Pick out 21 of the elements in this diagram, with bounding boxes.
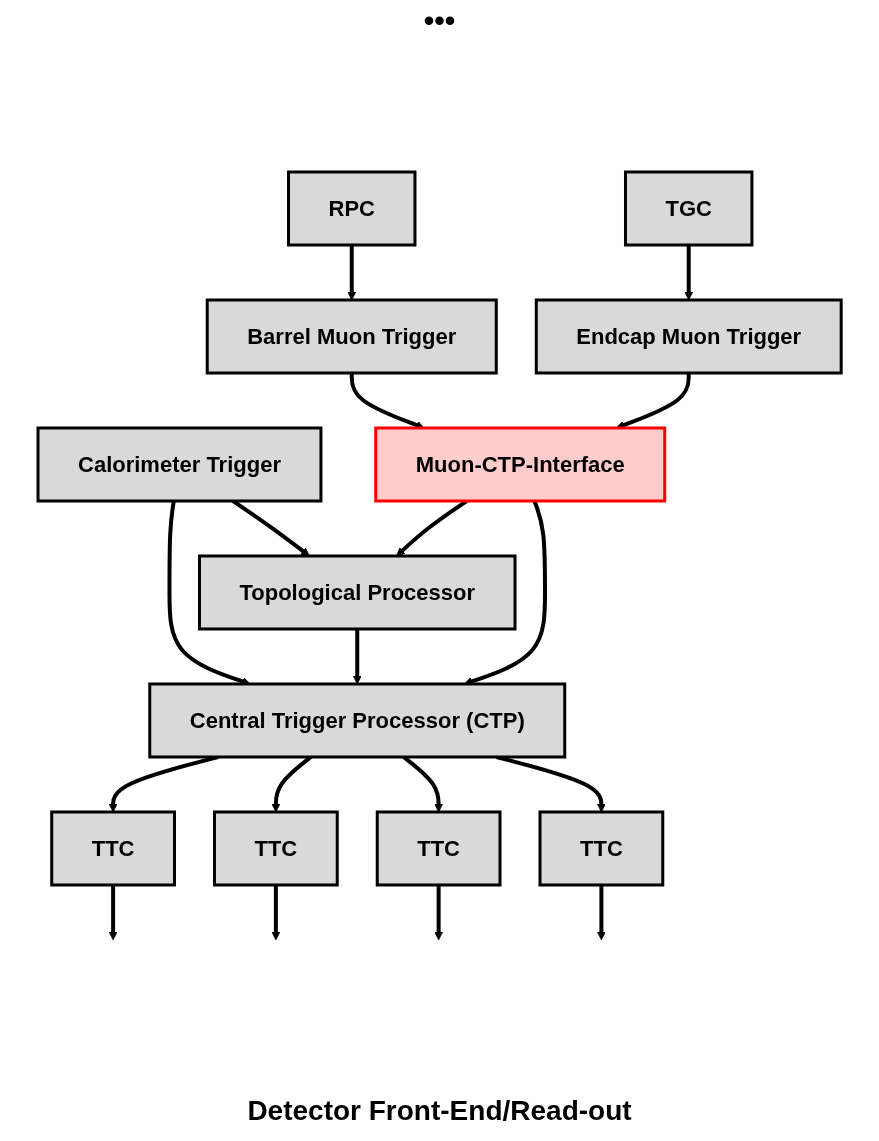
node-box: TTC xyxy=(212,810,339,886)
node-box: Topological Processor xyxy=(197,554,517,630)
arrow xyxy=(596,884,606,940)
node-box: TTC xyxy=(538,810,665,886)
node-box: Endcap Muon Trigger xyxy=(534,298,843,374)
node-box: RPC xyxy=(286,170,417,246)
caption: Detector Front-End/Read-out xyxy=(247,1095,632,1127)
ellipsis-label: ••• xyxy=(423,4,456,38)
node-box: TGC xyxy=(623,170,754,246)
arrow xyxy=(108,884,118,940)
node-box: Calorimeter Trigger xyxy=(36,426,323,502)
arrow xyxy=(684,244,693,300)
node-box: Muon-CTP-Interface xyxy=(374,426,667,502)
node-box: TTC xyxy=(375,810,502,886)
arrow xyxy=(271,884,281,940)
node-box: Central Trigger Processor (CTP) xyxy=(148,682,567,758)
node-box: Barrel Muon Trigger xyxy=(205,298,498,374)
arrow xyxy=(347,244,357,300)
arrow xyxy=(352,628,362,684)
node-box: TTC xyxy=(50,810,176,886)
arrow xyxy=(434,884,443,940)
